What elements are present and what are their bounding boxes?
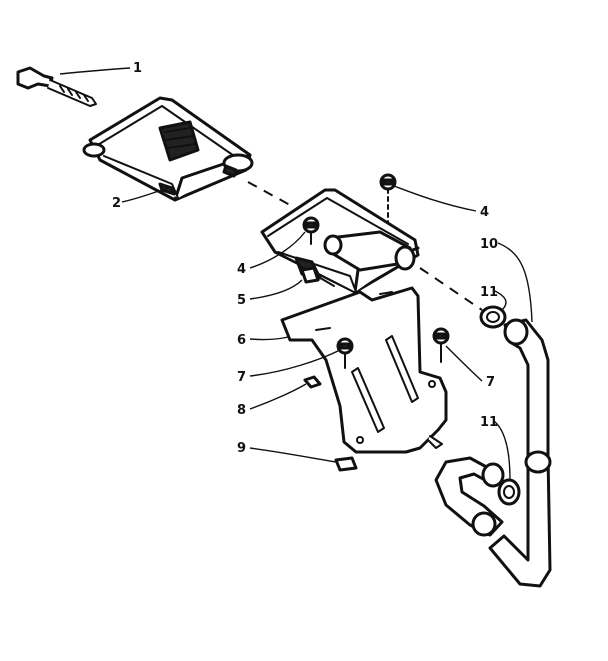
- part-5-clip: [300, 266, 320, 284]
- part-2-housing: [82, 96, 254, 202]
- part-7-screw-right: [432, 327, 450, 363]
- part-4-screw-upper: [379, 173, 397, 223]
- callout-labels: 1 2 4 4 5 6 7 7 8 9 10 11 11: [112, 61, 498, 456]
- part-9-clip: [334, 456, 358, 472]
- leader-lines: [59, 67, 533, 481]
- part-valve-body: [260, 188, 420, 294]
- callout-7-right: 7: [486, 375, 495, 390]
- callout-7-left: 7: [237, 370, 246, 385]
- callout-8: 8: [237, 403, 246, 418]
- callout-10: 10: [480, 237, 498, 252]
- part-1-lever: [16, 66, 97, 107]
- part-7-screw-left: [336, 337, 354, 369]
- callout-11-upper: 11: [480, 285, 498, 300]
- assembly-line-2-4: [247, 181, 291, 206]
- assembly-line-valve-tube: [419, 267, 483, 311]
- callout-2: 2: [112, 196, 121, 211]
- callout-11-lower: 11: [480, 415, 498, 430]
- part-11-clamp-lower: [497, 478, 521, 506]
- callout-1: 1: [133, 61, 142, 76]
- part-6-mounting-plate: [280, 286, 448, 454]
- callout-6: 6: [237, 333, 246, 348]
- callout-4-upper: 4: [480, 205, 489, 220]
- part-8-nut: [303, 375, 322, 389]
- part-11-clamp-upper: [479, 305, 507, 329]
- callout-4-lower: 4: [237, 262, 246, 277]
- callout-9: 9: [237, 441, 246, 456]
- part-4-screw-lower: [302, 216, 320, 245]
- callout-5: 5: [237, 293, 246, 308]
- part-10-tubing: [434, 318, 552, 588]
